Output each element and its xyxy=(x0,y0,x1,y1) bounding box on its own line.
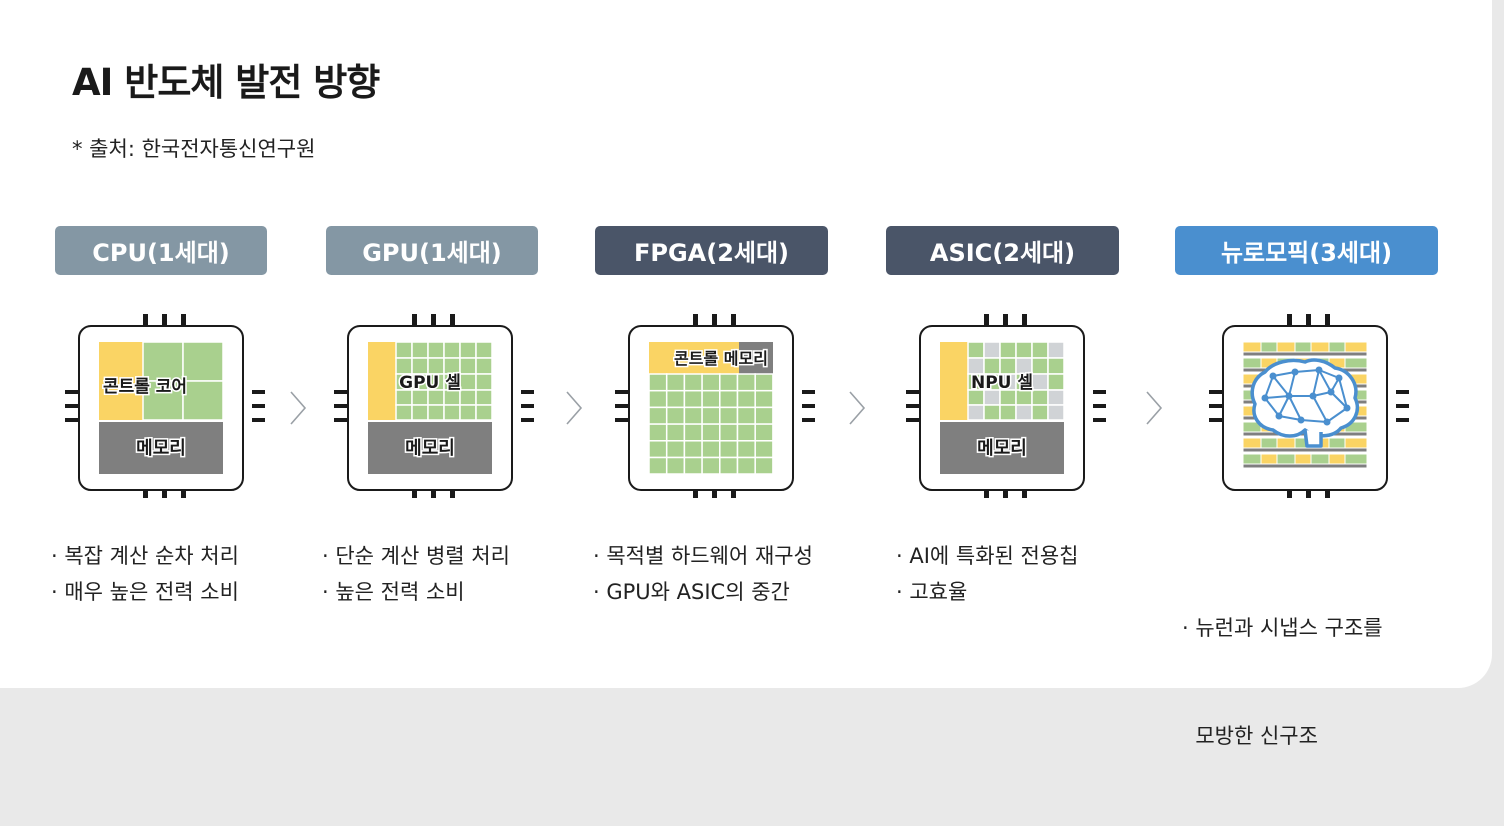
desc-neuromorphic-line-2: 모방한 신구조 xyxy=(1182,724,1318,748)
generation-cpu: CPU(1세대) 콘트롤 코어 메모리 xyxy=(51,0,275,692)
desc-asic-line-2: · 고효율 xyxy=(896,580,968,604)
chip-gpu-icon: GPU 셀 메모리 xyxy=(334,306,534,510)
diagram-card: AI 반도체 발전 방향 * 출처: 한국전자통신연구원 CPU(1세대) xyxy=(0,0,1492,748)
desc-fpga-line-2: · GPU와 ASIC의 중간 xyxy=(593,580,790,604)
chip-cpu-top-label: 콘트롤 코어 xyxy=(103,377,187,397)
badge-cpu: CPU(1세대) xyxy=(55,226,267,275)
chip-asic-icon: NPU 셀 메모리 xyxy=(906,306,1106,510)
desc-gpu-line-2: · 높은 전력 소비 xyxy=(322,580,465,604)
desc-cpu: · 복잡 계산 순차 처리 · 매우 높은 전력 소비 xyxy=(51,538,239,610)
chip-cpu-memory-label: 메모리 xyxy=(136,438,186,459)
badge-gpu-label: GPU(1세대) xyxy=(362,239,502,267)
chevron-right-icon xyxy=(1146,391,1163,425)
chevron-right-icon xyxy=(849,391,866,425)
desc-fpga: · 목적별 하드웨어 재구성 · GPU와 ASIC의 중간 xyxy=(593,538,813,610)
desc-cpu-line-2: · 매우 높은 전력 소비 xyxy=(51,580,239,604)
chip-asic-top-label: NPU 셀 xyxy=(971,373,1033,393)
generation-fpga: FPGA(2세대) xyxy=(593,0,835,692)
chevron-right-icon xyxy=(290,391,307,425)
badge-fpga-label: FPGA(2세대) xyxy=(633,239,790,267)
chip-fpga-top-label: 콘트롤 메모리 xyxy=(674,349,768,368)
desc-asic: · AI에 특화된 전용칩 · 고효율 xyxy=(896,538,1079,610)
brain-network-icon xyxy=(1250,358,1360,448)
chip-gpu-top-label: GPU 셀 xyxy=(399,373,461,393)
badge-gpu: GPU(1세대) xyxy=(326,226,538,275)
generation-neuromorphic: 뉴로모픽(3세대) xyxy=(1175,0,1440,748)
badge-neuromorphic-label: 뉴로모픽(3세대) xyxy=(1220,239,1393,267)
chip-fpga-icon: 콘트롤 메모리 xyxy=(615,306,815,510)
chevron-right-icon xyxy=(566,391,583,425)
page-title: AI 반도체 발전 방향 xyxy=(72,61,380,104)
desc-gpu: · 단순 계산 병렬 처리 · 높은 전력 소비 xyxy=(322,538,510,610)
desc-cpu-line-1: · 복잡 계산 순차 처리 xyxy=(51,544,239,568)
desc-neuromorphic: · 뉴런과 시냅스 구조를 모방한 신구조 xyxy=(1182,538,1383,826)
desc-gpu-line-1: · 단순 계산 병렬 처리 xyxy=(322,544,510,568)
generation-gpu: GPU(1세대) GPU xyxy=(322,0,546,692)
desc-fpga-line-1: · 목적별 하드웨어 재구성 xyxy=(593,544,813,568)
badge-fpga: FPGA(2세대) xyxy=(595,226,828,275)
source-note: * 출처: 한국전자통신연구원 xyxy=(72,137,316,161)
badge-asic-label: ASIC(2세대) xyxy=(929,239,1076,267)
desc-asic-line-1: · AI에 특화된 전용칩 xyxy=(896,544,1079,568)
desc-neuromorphic-line-1: · 뉴런과 시냅스 구조를 xyxy=(1182,616,1383,640)
chip-neuromorphic-icon xyxy=(1209,306,1409,510)
chip-gpu-memory-label: 메모리 xyxy=(405,438,455,459)
generation-asic: ASIC(2세대) NPU xyxy=(886,0,1126,692)
chip-asic-memory-label: 메모리 xyxy=(977,438,1027,459)
badge-cpu-label: CPU(1세대) xyxy=(92,239,230,267)
chip-cpu-icon: 콘트롤 코어 메모리 xyxy=(65,306,265,510)
badge-neuromorphic: 뉴로모픽(3세대) xyxy=(1175,226,1438,275)
badge-asic: ASIC(2세대) xyxy=(886,226,1119,275)
